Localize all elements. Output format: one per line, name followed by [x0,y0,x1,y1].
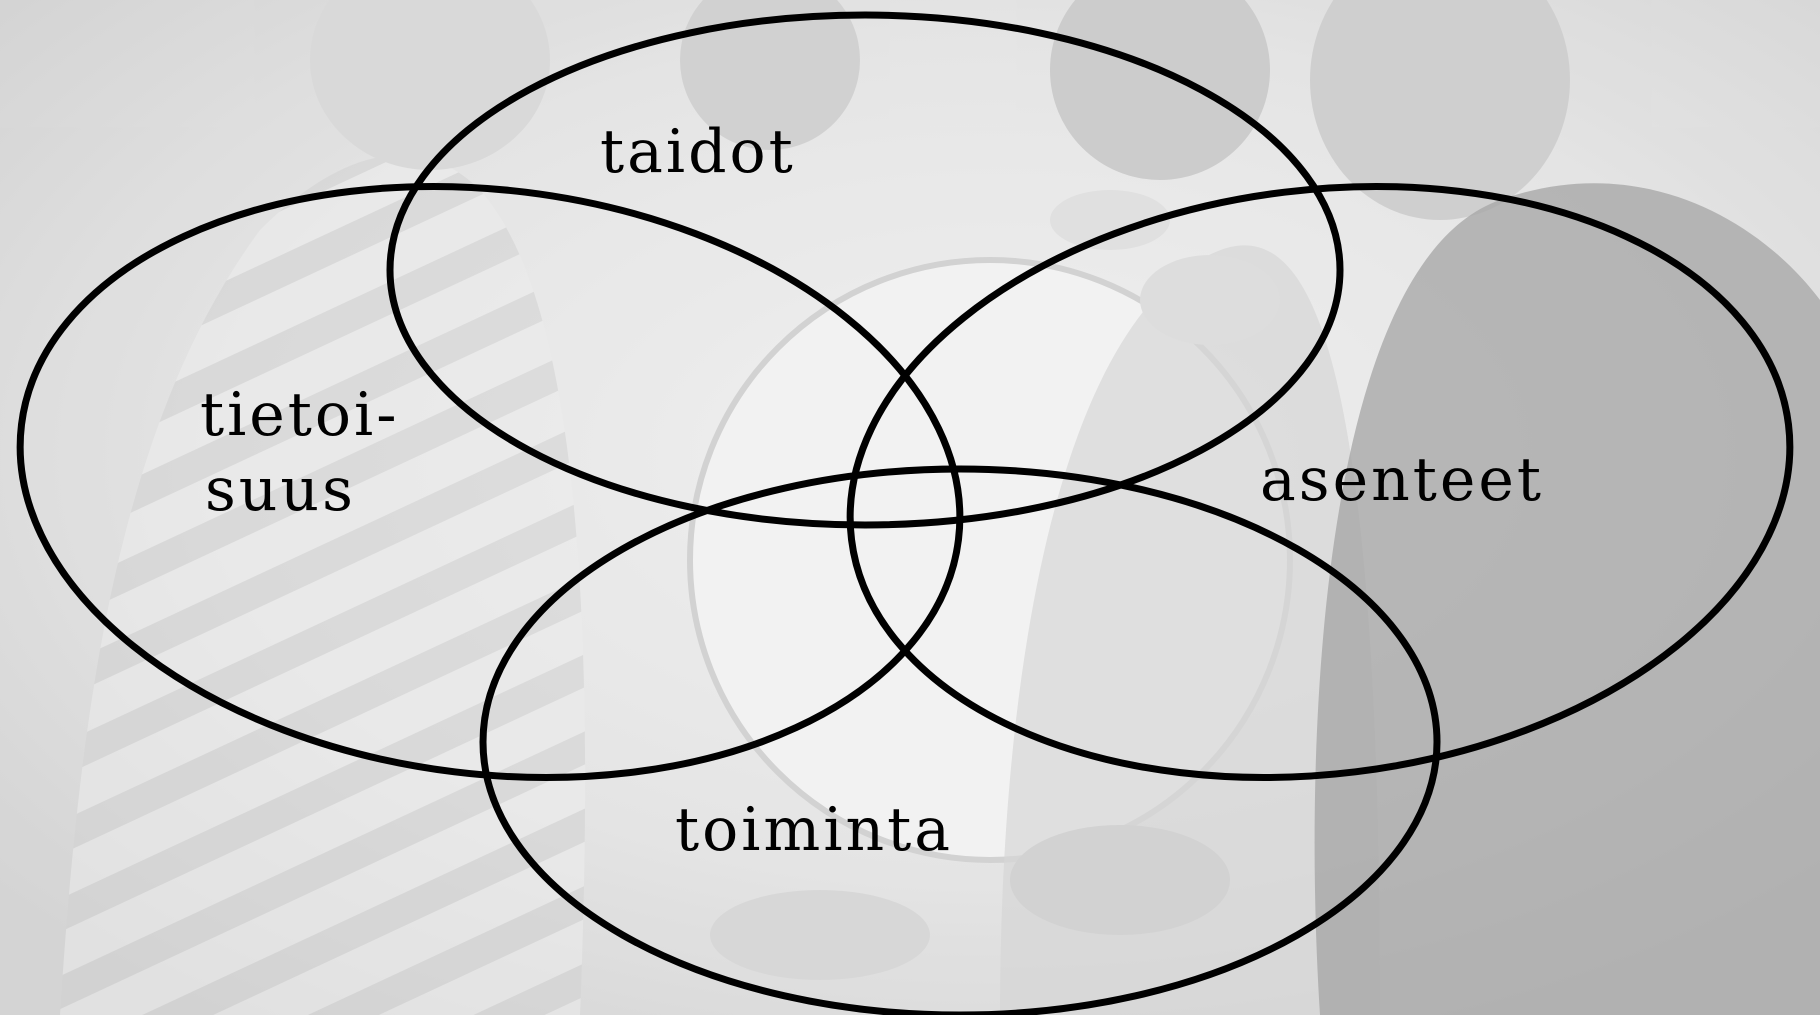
label-toiminta: toiminta [675,795,953,865]
label-asenteet: asenteet [1260,445,1544,515]
label-taidot: taidot [600,117,796,187]
label-tietoisuus-line2: suus [205,455,356,525]
label-tietoisuus-line1: tietoi- [200,380,400,450]
